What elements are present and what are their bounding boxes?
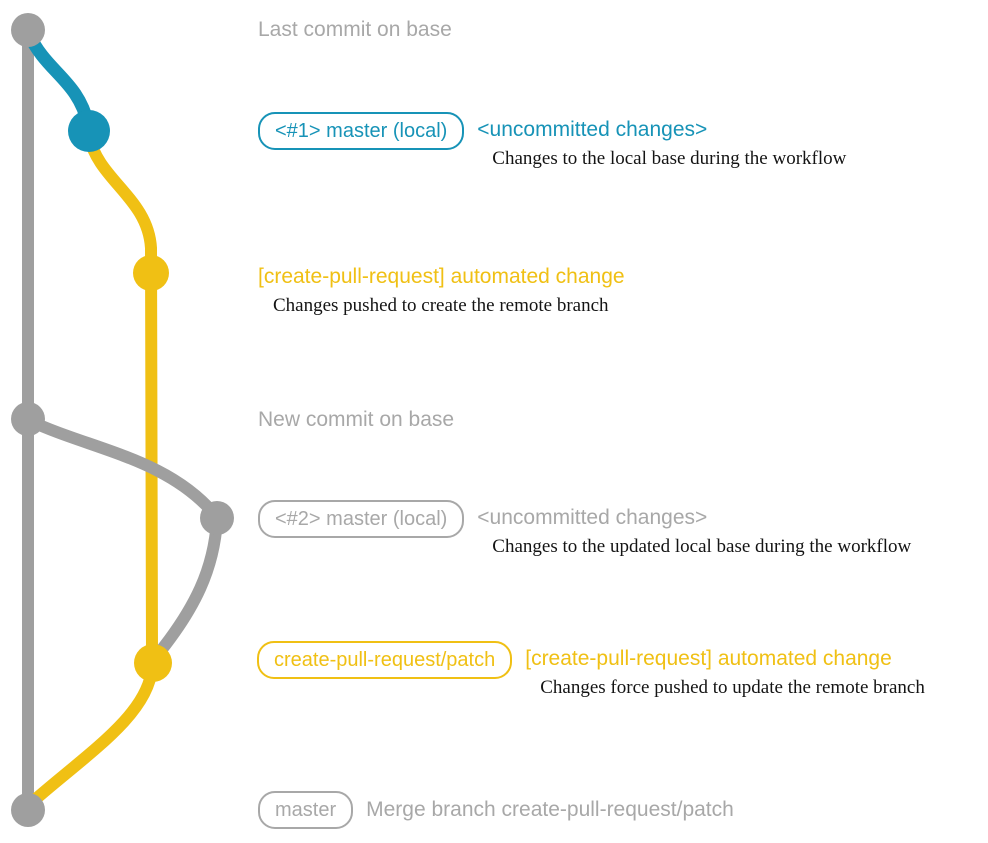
updated-base-branch-out-line [22,414,222,522]
row-automated-commit-1: [create-pull-request] automated change C… [258,265,625,317]
row-merge-commit: master Merge branch create-pull-request/… [258,791,734,829]
local-change-branch-line [22,27,95,131]
commit-node-new-base [11,402,45,436]
branch-badge-master-local-2: <#2> master (local) [258,500,465,538]
automated-change-heading-1: [create-pull-request] automated change [258,265,625,288]
merge-commit-message: Merge branch create-pull-request/patch [366,798,734,821]
commit-node-automated-2 [134,644,172,682]
commit-node-uncommitted-2 [200,501,234,535]
uncommitted-changes-note-1: Changes to the local base during the wor… [492,148,847,169]
automated-change-heading-2: [create-pull-request] automated change [525,647,892,670]
commit-node-last-base [11,13,45,47]
new-commit-label: New commit on base [258,408,455,431]
patch-branch-line [83,130,158,661]
automated-change-note-2: Changes force pushed to update the remot… [540,677,925,698]
uncommitted-changes-note-2: Changes to the updated local base during… [492,536,912,557]
uncommitted-changes-heading-2: <uncommitted changes> [477,506,708,529]
automated-commit-2-texts: [create-pull-request] automated change C… [525,641,925,699]
automated-commit-1-texts: [create-pull-request] automated change C… [258,265,625,317]
updated-base-branch-in-line [149,514,223,664]
commit-node-automated-1 [133,255,169,291]
commit-node-uncommitted-1 [68,110,110,152]
branch-badge-master: master [258,791,354,829]
row-local-commit-2: <#2> master (local) <uncommitted changes… [258,500,911,558]
local-commit-1-texts: <uncommitted changes> Changes to the loc… [477,112,846,170]
automated-change-note-1: Changes pushed to create the remote bran… [273,295,609,316]
row-local-commit-1: <#1> master (local) <uncommitted changes… [258,112,846,170]
branch-badge-patch: create-pull-request/patch [257,641,513,679]
commit-node-merge [11,793,45,827]
row-automated-commit-2: create-pull-request/patch [create-pull-r… [257,641,925,699]
local-commit-2-texts: <uncommitted changes> Changes to the upd… [477,500,911,558]
merge-branch-line [24,662,158,810]
git-graph [11,13,234,827]
uncommitted-changes-heading-1: <uncommitted changes> [477,118,708,141]
branch-badge-master-local-1: <#1> master (local) [258,112,465,150]
last-commit-label: Last commit on base [258,18,452,41]
